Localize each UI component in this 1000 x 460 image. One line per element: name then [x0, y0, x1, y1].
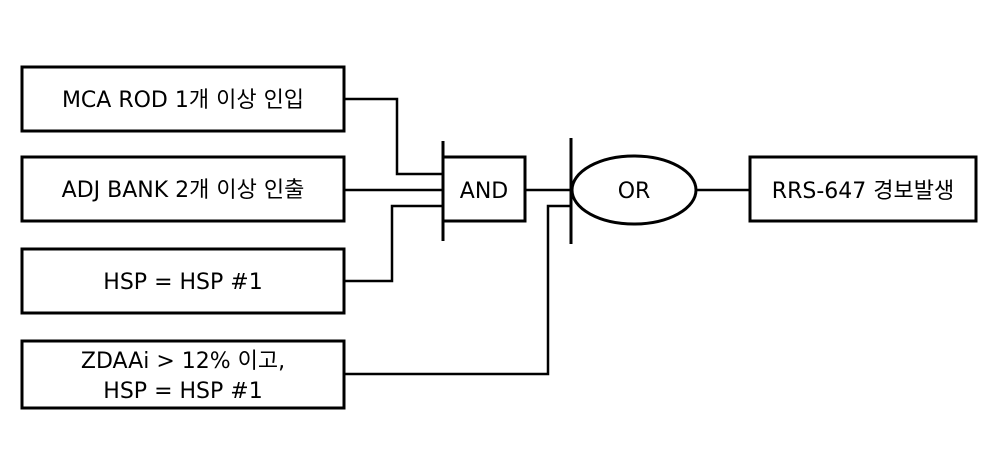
input-zdaai: ZDAAi > 12% 이고, HSP = HSP #1	[22, 341, 344, 408]
or-gate-label: OR	[618, 179, 651, 204]
input-adj-bank: ADJ BANK 2개 이상 인출	[22, 157, 344, 221]
input-adj-bank-label: ADJ BANK 2개 이상 인출	[62, 178, 305, 203]
input-mca-rod-label: MCA ROD 1개 이상 인입	[62, 88, 304, 113]
input-hsp: HSP = HSP #1	[22, 249, 344, 313]
and-gate: AND	[443, 141, 525, 241]
connector-input1-and	[344, 99, 445, 174]
and-gate-label: AND	[460, 179, 508, 204]
connector-input3-and	[344, 206, 445, 281]
output-alarm: RRS-647 경보발생	[750, 157, 976, 221]
input-hsp-label: HSP = HSP #1	[103, 270, 262, 295]
or-gate: OR	[571, 138, 696, 244]
input-zdaai-line1: ZDAAi > 12% 이고,	[81, 349, 285, 374]
input-zdaai-line2: HSP = HSP #1	[103, 379, 262, 404]
output-alarm-label: RRS-647 경보발생	[772, 179, 954, 204]
input-mca-rod: MCA ROD 1개 이상 인입	[22, 67, 344, 131]
connector-input4-or	[344, 206, 571, 374]
